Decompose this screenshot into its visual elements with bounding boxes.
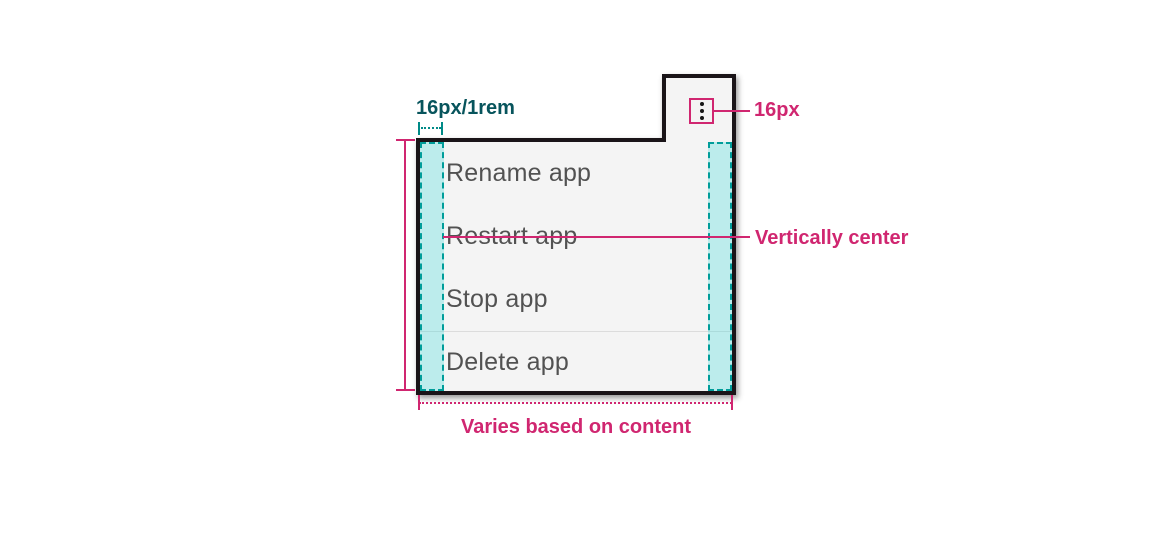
menu-item-rename-app[interactable]: Rename app — [446, 159, 592, 187]
padding-bracket-tick-right — [441, 122, 443, 135]
padding-bracket-tick-left — [418, 122, 420, 135]
padding-overlay-right — [708, 142, 732, 391]
width-measure-tick-right — [731, 395, 733, 410]
vertical-center-callout-line — [443, 236, 750, 238]
height-measure-tick-top — [396, 139, 415, 141]
menu-divider — [420, 331, 732, 332]
width-varies-label: Varies based on content — [460, 416, 692, 438]
kebab-icon — [699, 116, 704, 120]
height-measure-tick-bottom — [396, 389, 415, 391]
menu-item-stop-app[interactable]: Stop app — [446, 285, 548, 313]
width-measure-tick-left — [418, 395, 420, 410]
menu-item-delete-app[interactable]: Delete app — [446, 347, 569, 376]
height-measure-line — [404, 140, 406, 391]
trigger-size-label: 16px — [754, 99, 800, 121]
overflow-menu-list: Rename app Restart app Stop app Delete a… — [420, 142, 732, 392]
width-measure-line — [419, 402, 732, 404]
padding-size-label: 16px/1rem — [416, 97, 515, 119]
kebab-icon — [699, 109, 704, 113]
padding-overlay-left — [420, 142, 444, 391]
overflow-menu-trigger[interactable] — [689, 98, 714, 124]
vertical-center-label: Vertically center — [755, 227, 909, 249]
trigger-size-callout-line — [714, 110, 750, 112]
kebab-icon — [699, 102, 704, 106]
padding-bracket-line — [421, 127, 441, 129]
